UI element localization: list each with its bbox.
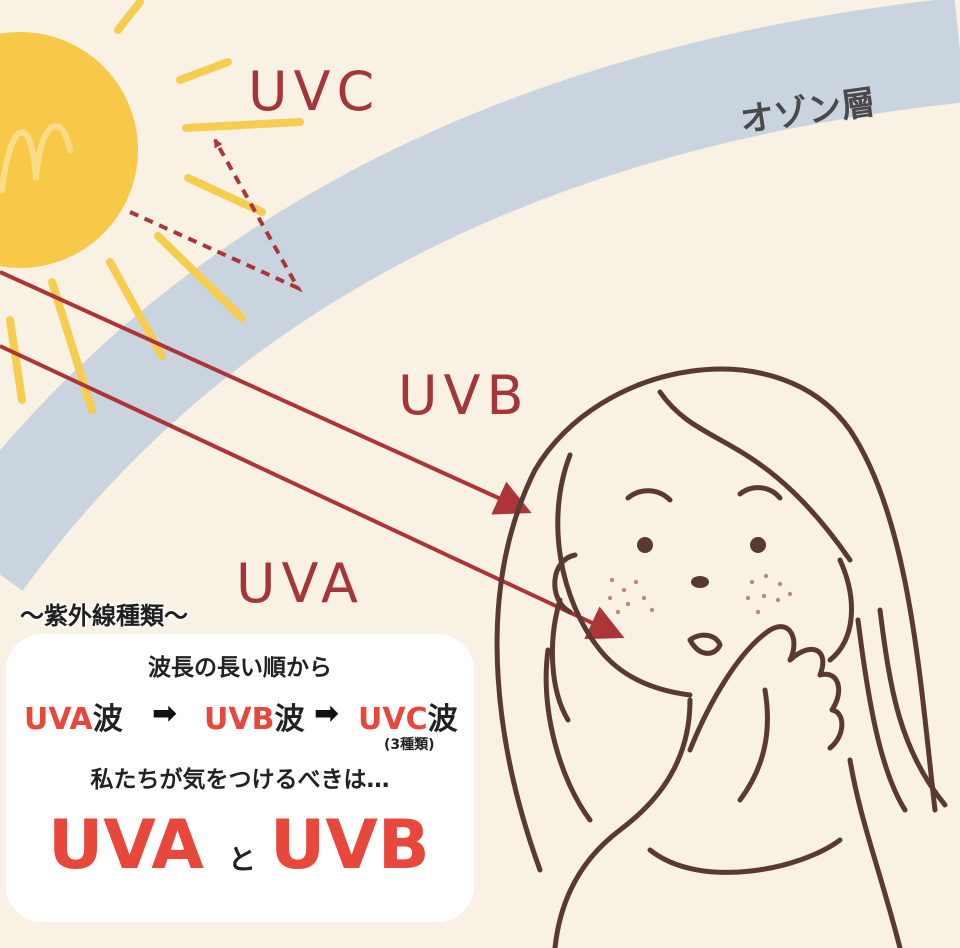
wavelength-order-caption: 波長の長い順から: [148, 655, 332, 681]
section-title: 〜紫外線種類〜: [20, 602, 188, 630]
ozone-layer-band: [0, 0, 960, 591]
wave-uvc-suffix: 波: [427, 702, 458, 737]
wave-uvb-suffix: 波: [274, 702, 305, 737]
caution-caption: 私たちが気をつけるべきは…: [90, 767, 390, 793]
uva-label: UVA: [236, 552, 364, 615]
right-arrow-icon: ➡: [152, 696, 178, 731]
uvc-note: (3種類): [384, 737, 435, 753]
uvb-label: UVB: [398, 364, 530, 427]
highlight-uva: UVA: [48, 806, 204, 885]
uva-ray: [0, 344, 625, 640]
info-card: 波長の長い順から UVA波 ➡ UVB波 ➡ UVC波 (3種類) 私たちが気を…: [6, 634, 474, 922]
uvc-label: UVC: [248, 60, 380, 123]
right-arrow-icon: ➡: [314, 696, 340, 731]
woman-illustration: [494, 366, 948, 948]
highlight-connector: と: [228, 843, 257, 876]
wave-uvb: UVB波: [204, 694, 304, 738]
sun-rays: [6, 0, 304, 414]
wave-uvc: UVC波: [358, 694, 458, 738]
wave-uva-name: UVA: [24, 702, 93, 737]
wave-uva: UVA波: [24, 694, 123, 738]
wave-uva-suffix: 波: [92, 702, 123, 737]
wave-uvc-name: UVC: [358, 702, 428, 737]
wave-uvb-name: UVB: [204, 702, 275, 737]
sun-squiggle: [0, 123, 73, 193]
uvb-ray: [0, 270, 532, 515]
highlight-uvb: UVB: [270, 806, 430, 885]
uvc-ray: [129, 138, 303, 293]
face-features: [637, 537, 766, 588]
freckles: [607, 573, 793, 615]
